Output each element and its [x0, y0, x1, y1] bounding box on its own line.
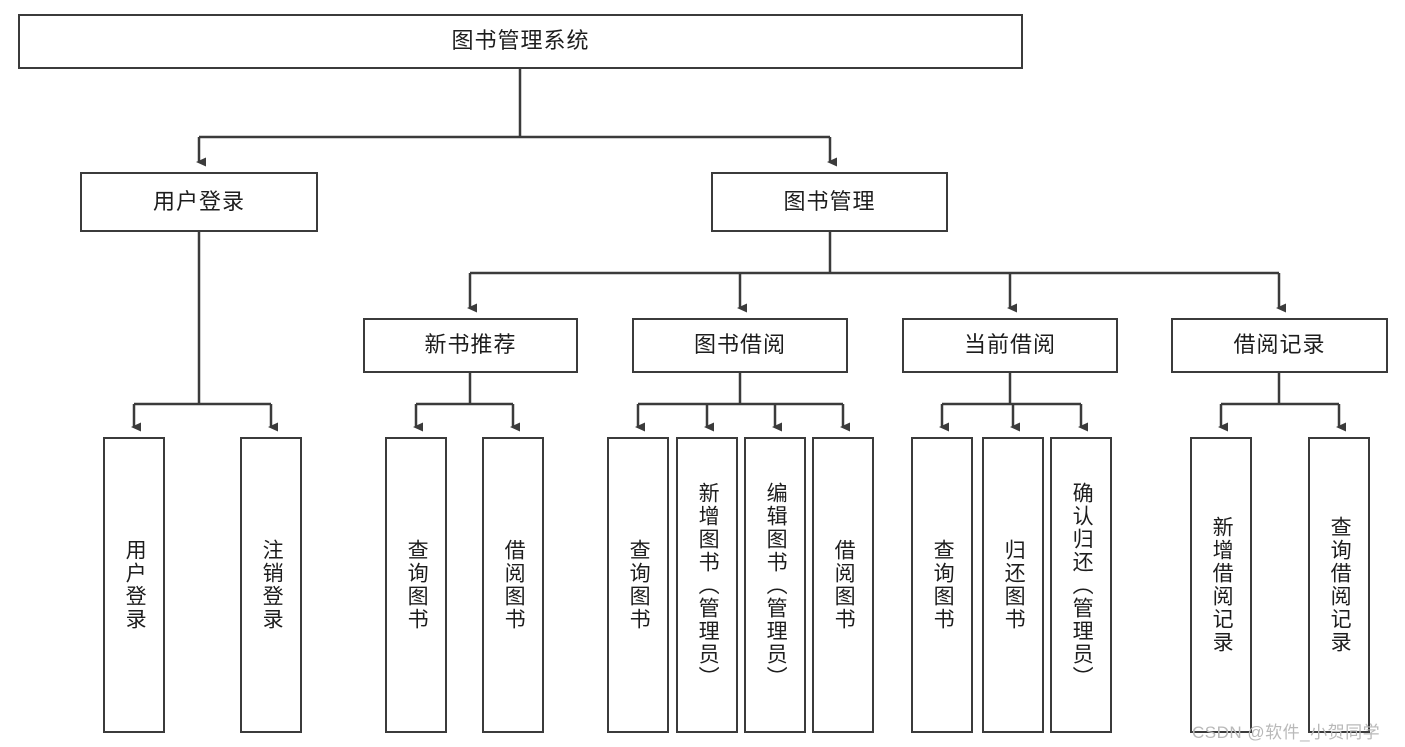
node-book-management-label: 图书管理: [783, 188, 876, 214]
leaf-query-book-new[interactable]: 查询图书: [385, 437, 447, 733]
leaf-confirm-return-admin[interactable]: 确认归还（管理员）: [1050, 437, 1112, 733]
node-book-borrow-label: 图书借阅: [693, 332, 786, 358]
leaf-query-borrow-record[interactable]: 查询借阅记录: [1308, 437, 1370, 733]
csdn-watermark: CSDN @软件_小贺同学: [1192, 723, 1381, 742]
node-current-borrow-label: 当前借阅: [963, 332, 1056, 358]
leaf-query-book-borrow-label: 查询图书: [627, 539, 651, 631]
leaf-query-book-borrow[interactable]: 查询图书: [607, 437, 669, 733]
leaf-borrow-book-borrow-label: 借阅图书: [832, 539, 856, 631]
node-root-label: 图书管理系统: [451, 28, 590, 54]
leaf-return-book-label: 归还图书: [1002, 539, 1026, 631]
leaf-user-login-label: 用户登录: [123, 539, 147, 631]
leaf-user-login[interactable]: 用户登录: [103, 437, 165, 733]
leaf-query-book-current[interactable]: 查询图书: [911, 437, 973, 733]
node-book-borrow[interactable]: 图书借阅: [632, 318, 848, 373]
leaf-add-borrow-record-label: 新增借阅记录: [1210, 516, 1234, 654]
leaf-query-borrow-record-label: 查询借阅记录: [1328, 516, 1352, 654]
leaf-borrow-book-new-label: 借阅图书: [502, 539, 526, 631]
node-user-login-label: 用户登录: [152, 188, 245, 214]
node-new-book-recommend-label: 新书推荐: [424, 332, 517, 358]
leaf-logout-label: 注销登录: [260, 539, 284, 631]
leaf-add-book-admin-label: 新增图书（管理员）: [696, 481, 720, 689]
leaf-logout[interactable]: 注销登录: [240, 437, 302, 733]
node-new-book-recommend[interactable]: 新书推荐: [363, 318, 578, 373]
leaf-confirm-return-admin-label: 确认归还（管理员）: [1070, 481, 1094, 689]
leaf-query-book-new-label: 查询图书: [405, 539, 429, 631]
node-borrow-record[interactable]: 借阅记录: [1171, 318, 1388, 373]
node-borrow-record-label: 借阅记录: [1233, 332, 1326, 358]
leaf-edit-book-admin[interactable]: 编辑图书（管理员）: [744, 437, 806, 733]
leaf-add-book-admin[interactable]: 新增图书（管理员）: [676, 437, 738, 733]
node-root[interactable]: 图书管理系统: [18, 14, 1023, 69]
node-book-management[interactable]: 图书管理: [711, 172, 948, 232]
leaf-query-book-current-label: 查询图书: [931, 539, 955, 631]
leaf-edit-book-admin-label: 编辑图书（管理员）: [764, 481, 788, 689]
leaf-return-book[interactable]: 归还图书: [982, 437, 1044, 733]
node-user-login[interactable]: 用户登录: [80, 172, 318, 232]
leaf-borrow-book-borrow[interactable]: 借阅图书: [812, 437, 874, 733]
leaf-borrow-book-new[interactable]: 借阅图书: [482, 437, 544, 733]
node-current-borrow[interactable]: 当前借阅: [902, 318, 1118, 373]
leaf-add-borrow-record[interactable]: 新增借阅记录: [1190, 437, 1252, 733]
